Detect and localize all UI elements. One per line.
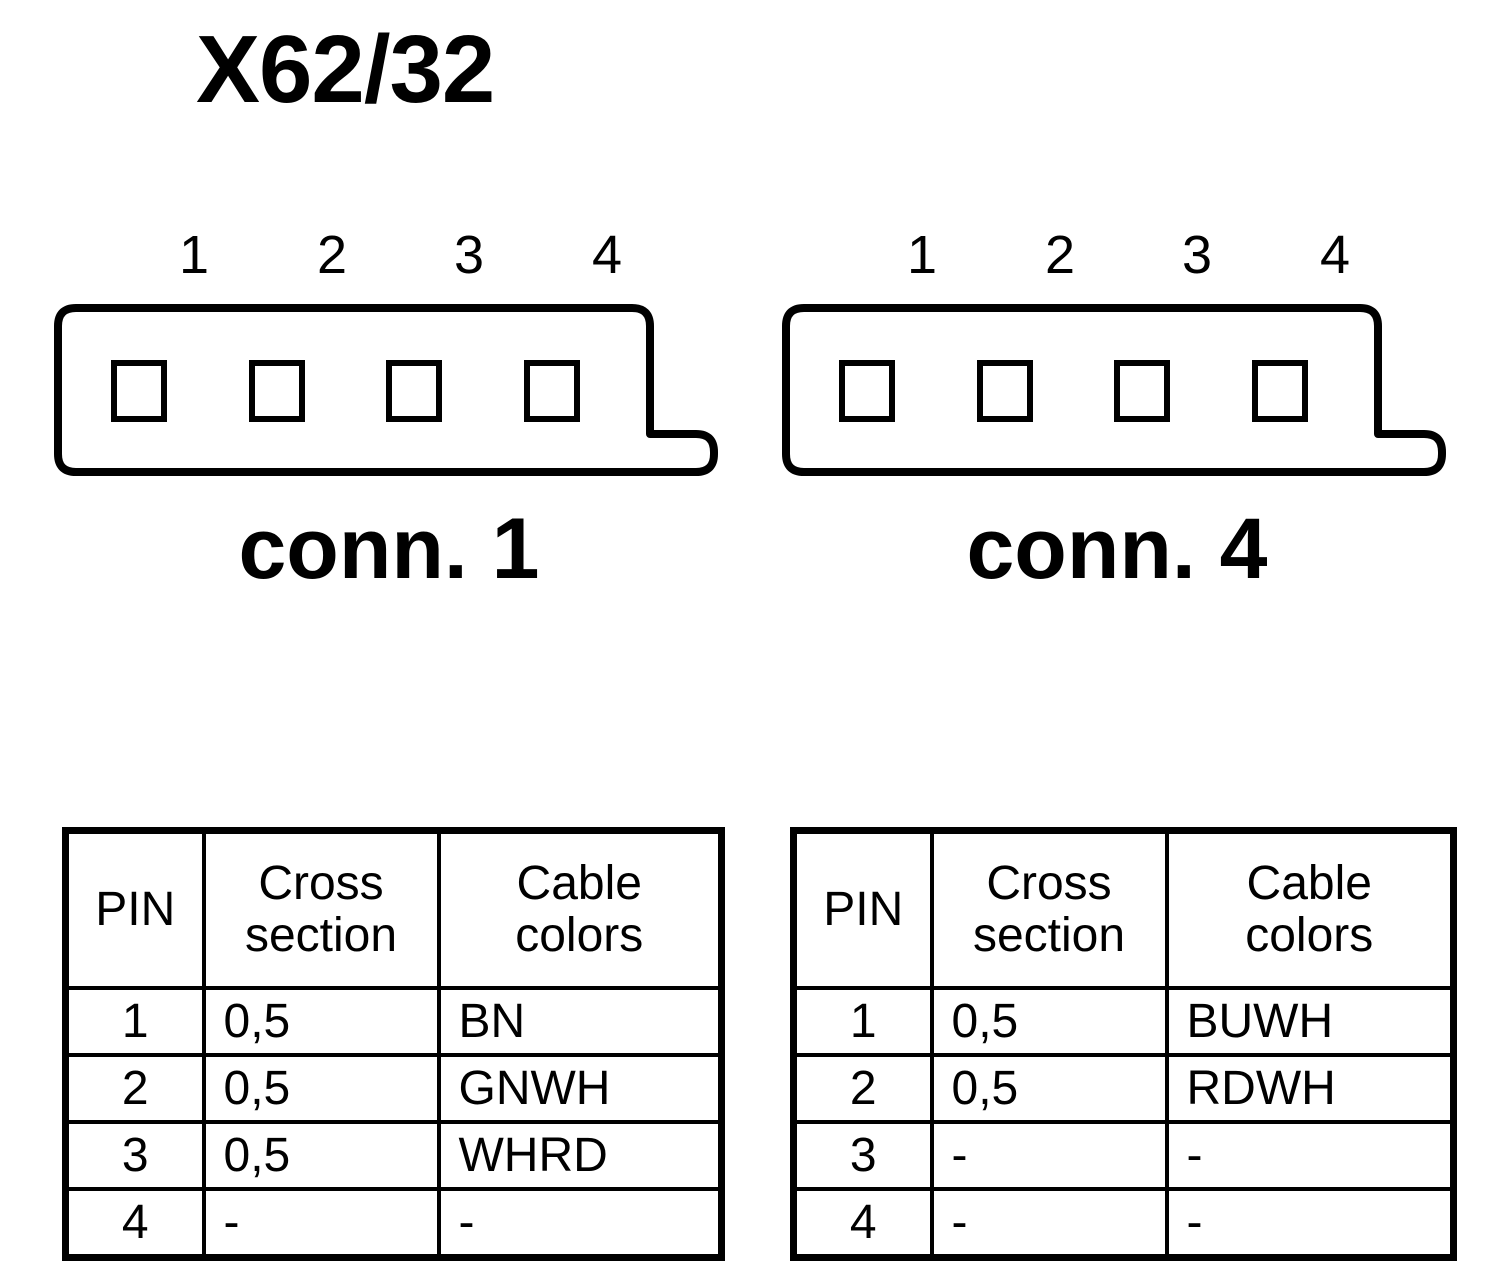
cell-cable-colors: -	[1164, 1187, 1456, 1260]
column-header-colors-line2: colors	[1245, 909, 1374, 962]
pin-hole	[386, 360, 442, 422]
pin-hole	[839, 360, 895, 422]
cell-cross-section: 0,5	[929, 1053, 1169, 1124]
pin-number-label: 3	[453, 225, 485, 285]
connector-housing-outline	[54, 304, 724, 476]
column-header-pin: PIN	[791, 828, 934, 990]
cell-pin: 1	[63, 986, 206, 1057]
pin-hole	[1114, 360, 1170, 422]
cell-cross-section: -	[929, 1120, 1169, 1191]
table-row: 1 0,5 BN	[63, 986, 724, 1057]
column-header-pin-label: PIN	[95, 883, 176, 937]
column-header-colors-line2: colors	[515, 909, 644, 962]
column-header-cross-line2: section	[244, 909, 398, 962]
cell-cable-colors: WHRD	[436, 1120, 724, 1191]
column-header-cross-line1: Cross	[258, 857, 384, 911]
cell-cable-colors: BUWH	[1164, 986, 1456, 1057]
column-header-pin-label: PIN	[823, 883, 904, 937]
pin-number-label: 1	[178, 225, 210, 285]
connector-diagram-1: 1 2 3 4 conn. 1	[54, 228, 744, 608]
pin-number-row: 1 2 3 4	[782, 228, 1472, 290]
pin-hole	[249, 360, 305, 422]
cell-cable-colors: -	[436, 1187, 724, 1260]
column-header-pin: PIN	[63, 828, 206, 990]
cell-pin: 2	[63, 1053, 206, 1124]
cell-cross-section: -	[929, 1187, 1169, 1260]
cell-pin: 3	[63, 1120, 206, 1191]
pin-number-label: 2	[1044, 225, 1076, 285]
table-row: 4 - -	[791, 1187, 1456, 1260]
cell-cross-section: 0,5	[201, 1120, 441, 1191]
pin-hole	[524, 360, 580, 422]
cell-pin: 4	[63, 1187, 206, 1260]
cell-cross-section: -	[201, 1187, 441, 1260]
pin-number-label: 4	[1319, 225, 1351, 285]
column-header-cross-line2: section	[972, 909, 1126, 962]
connector-diagram-4: 1 2 3 4 conn. 4	[782, 228, 1472, 608]
table-row: 4 - -	[63, 1187, 724, 1260]
cell-cable-colors: GNWH	[436, 1053, 724, 1124]
connector-housing-outline	[782, 304, 1452, 476]
column-header-colors-line1: Cable	[1246, 857, 1372, 911]
table-row: 3 - -	[791, 1120, 1456, 1191]
column-header-cross-line1: Cross	[986, 857, 1112, 911]
table-row: 2 0,5 GNWH	[63, 1053, 724, 1124]
cell-cross-section: 0,5	[201, 986, 441, 1057]
column-header-colors-line1: Cable	[516, 857, 642, 911]
cell-pin: 3	[791, 1120, 934, 1191]
pin-number-label: 3	[1181, 225, 1213, 285]
cell-cable-colors: -	[1164, 1120, 1456, 1191]
cell-cable-colors: BN	[436, 986, 724, 1057]
table-row: 3 0,5 WHRD	[63, 1120, 724, 1191]
pin-number-row: 1 2 3 4	[54, 228, 744, 290]
page-title: X62/32	[196, 16, 495, 123]
table-row: 1 0,5 BUWH	[791, 986, 1456, 1057]
cell-pin: 1	[791, 986, 934, 1057]
pin-hole	[111, 360, 167, 422]
cell-cable-colors: RDWH	[1164, 1053, 1456, 1124]
pin-hole	[1252, 360, 1308, 422]
pin-number-label: 2	[316, 225, 348, 285]
cell-pin: 2	[791, 1053, 934, 1124]
connector-caption-1: conn. 1	[238, 501, 540, 597]
table-row: 2 0,5 RDWH	[791, 1053, 1456, 1124]
pin-number-label: 4	[591, 225, 623, 285]
cell-cross-section: 0,5	[929, 986, 1169, 1057]
pin-hole	[977, 360, 1033, 422]
cell-pin: 4	[791, 1187, 934, 1260]
cell-cross-section: 0,5	[201, 1053, 441, 1124]
pin-number-label: 1	[906, 225, 938, 285]
connector-caption-4: conn. 4	[966, 501, 1268, 597]
